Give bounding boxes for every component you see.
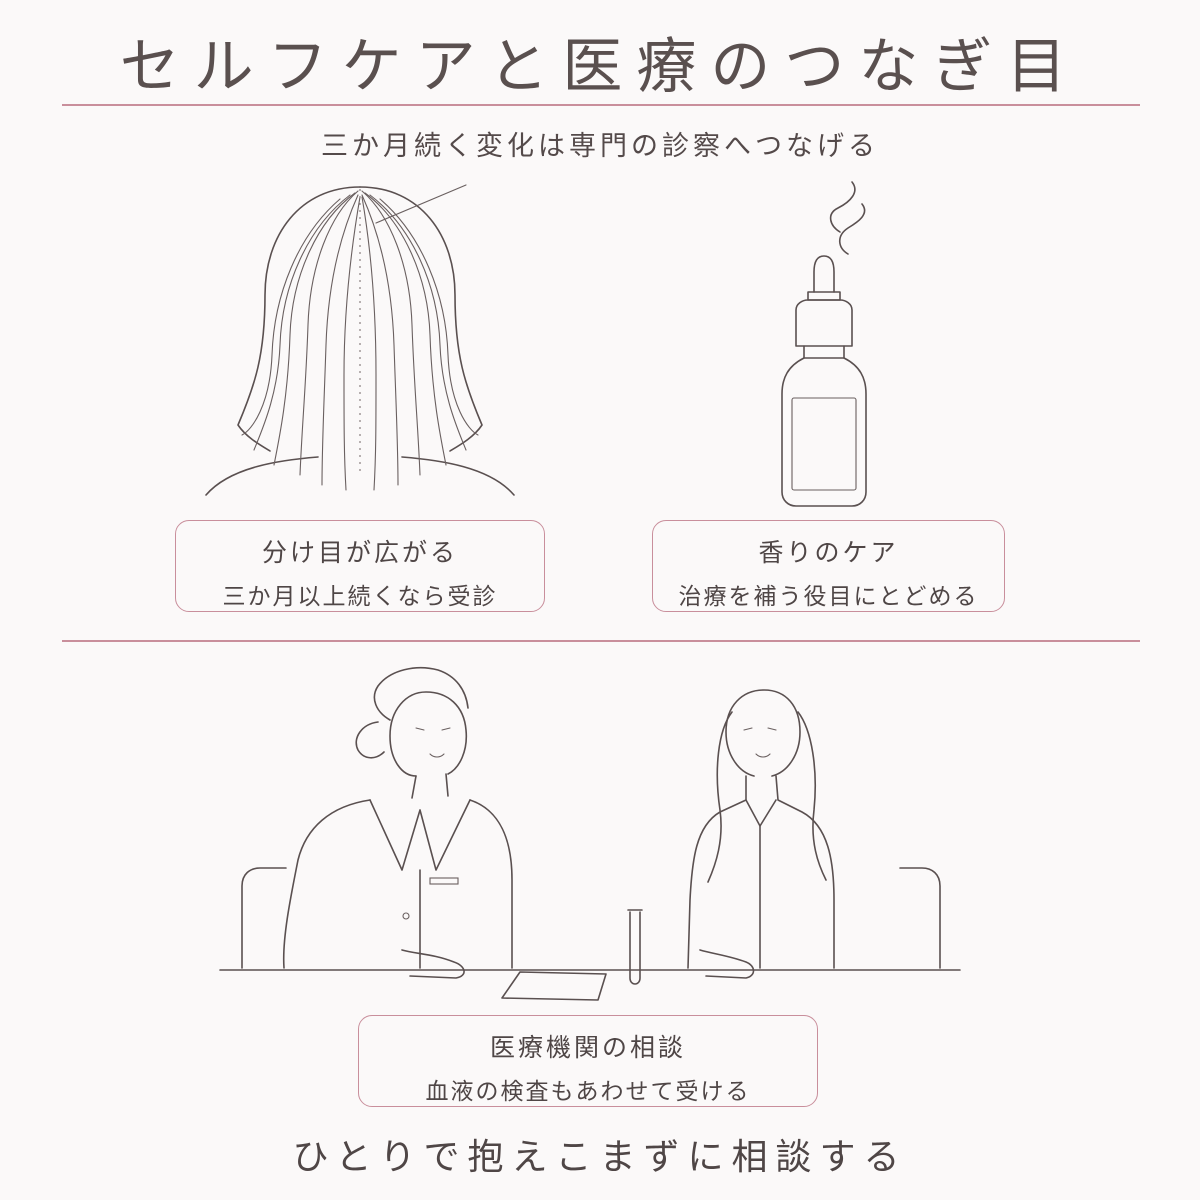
aroma-card-title: 香りのケア: [758, 538, 899, 567]
middle-divider: [62, 640, 1140, 642]
consult-info-card: 医療機関の相談 血液の検査もあわせて受ける: [358, 1015, 818, 1107]
doctor-patient-consultation-icon: [219, 666, 961, 1001]
consult-card-title: 医療機関の相談: [489, 1033, 686, 1062]
top-divider: [62, 104, 1140, 106]
hair-card-title: 分け目が広がる: [261, 538, 458, 567]
page-title: セルフケアと医療のつなぎ目: [119, 32, 1081, 102]
aroma-info-card: 香りのケア 治療を補う役目にとどめる: [652, 520, 1005, 612]
consult-card-note: 血液の検査もあわせて受ける: [425, 1079, 751, 1105]
aroma-card-note: 治療を補う役目にとどめる: [678, 584, 979, 610]
hair-back-view-icon: [205, 184, 515, 496]
footer-message: ひとりで抱えこまずに相談する: [292, 1137, 908, 1178]
hair-info-card: 分け目が広がる 三か月以上続くなら受診: [175, 520, 545, 612]
page-subtitle: 三か月続く変化は専門の診察へつなげる: [321, 131, 879, 162]
dropper-bottle-icon: [781, 181, 867, 507]
hair-card-note: 三か月以上続くなら受診: [222, 584, 498, 610]
